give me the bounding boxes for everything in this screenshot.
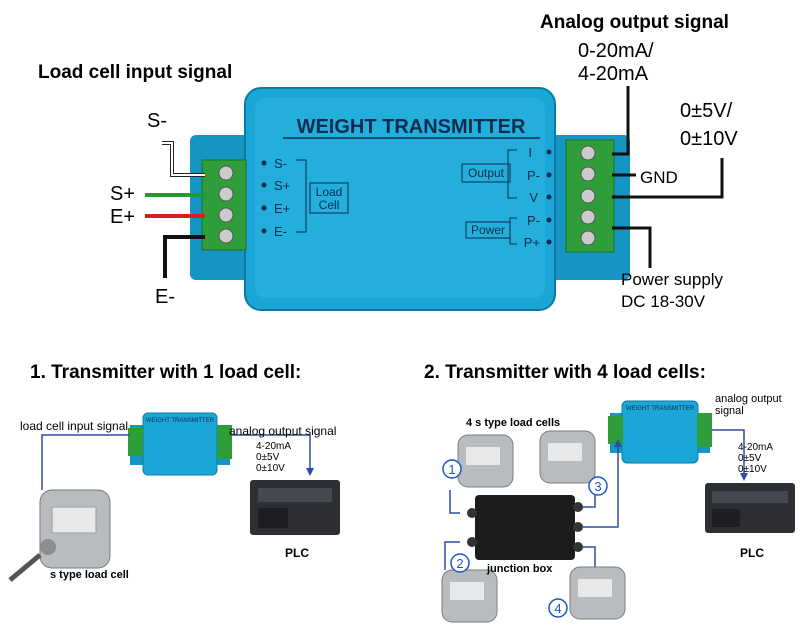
left-pin-label: S+	[274, 178, 290, 193]
power-supply-label: DC 18-30V	[621, 292, 706, 311]
mini-device-title: WEIGHT TRANSMITTER	[146, 418, 215, 424]
voltage-output-wire	[612, 158, 724, 199]
mini-right-terminal	[697, 413, 712, 447]
load-cell-3	[539, 430, 596, 484]
current-output-wire	[612, 86, 630, 156]
right-pin-label: P+	[524, 235, 540, 250]
load-cell-box	[309, 182, 349, 214]
cell2-wire	[444, 541, 460, 570]
cell1-wire	[449, 490, 460, 514]
left-pins	[261, 160, 267, 234]
plc-ports	[258, 508, 288, 528]
junction-to-transmitter-wire	[583, 445, 619, 528]
plc-panel	[258, 488, 332, 502]
spec-line: 0±10V	[256, 463, 285, 474]
load-cell-2	[441, 569, 498, 623]
right-pin-label: V	[529, 190, 538, 205]
mini-right-terminal	[217, 425, 232, 459]
diagram1-title: 1. Transmitter with 1 load cell:	[30, 362, 302, 383]
e-plus-label: E+	[110, 206, 136, 228]
mini-left-terminal	[608, 416, 623, 444]
diagram1-input-label: load cell input signal	[20, 419, 129, 433]
power-wire	[612, 226, 652, 268]
e-minus-wire	[163, 235, 205, 278]
output-label-line: signal	[715, 405, 744, 417]
diagram1-specs: 4-20mA 0±5V 0±10V	[256, 441, 291, 474]
load-cell-4	[569, 566, 626, 620]
left-pin-label: E-	[274, 224, 287, 239]
right-pins	[546, 149, 552, 245]
power-box-label: Power	[471, 223, 505, 237]
voltage-output-label: 0±5V/	[680, 100, 733, 122]
input-signal-title: Load cell input signal	[38, 62, 233, 83]
spec-line: 0±5V	[738, 453, 762, 464]
gnd-label: GND	[640, 168, 678, 187]
current-output-label: 4-20mA	[578, 63, 649, 85]
spec-line: 4-20mA	[738, 442, 774, 453]
output-arrow	[740, 473, 748, 481]
left-terminal-screws	[218, 165, 234, 244]
output-wire	[232, 434, 311, 470]
output-box-label: Output	[468, 166, 505, 180]
diagram2-cells-label: 4 s type load cells	[466, 417, 561, 429]
cell4-wire	[583, 546, 596, 575]
right-pin-label: P-	[527, 168, 540, 183]
diagram1-plc-label: PLC	[285, 546, 309, 560]
s-minus-label: S-	[147, 110, 167, 132]
mini-device-title: WEIGHT TRANSMITTER	[626, 406, 695, 412]
right-terminal-screws	[580, 145, 596, 246]
output-box	[461, 163, 511, 183]
spec-line: 0±5V	[256, 452, 280, 463]
device-title: WEIGHT TRANSMITTER	[297, 116, 526, 138]
four-cell-diagram: WEIGHT TRANSMITTER 1 2 3 4	[441, 400, 795, 623]
output-bracket	[507, 149, 517, 199]
left-bracket	[296, 159, 307, 233]
e-minus-label: E-	[155, 286, 175, 308]
right-pin-label: I	[528, 145, 532, 160]
diagram1-sensor-label: s type load cell	[50, 569, 129, 581]
spec-line: 0±10V	[738, 464, 767, 475]
cell-number-circle	[450, 553, 470, 573]
cell-number: 1	[448, 462, 455, 477]
current-output-label: 0-20mA/	[578, 40, 654, 62]
diagram1-output-label: analog output signal	[229, 424, 337, 438]
voltage-output-label: 0±10V	[680, 128, 738, 150]
cell-number: 4	[554, 601, 561, 616]
output-wire	[712, 429, 745, 475]
mini-left-terminal	[128, 428, 143, 456]
single-cell-diagram: WEIGHT TRANSMITTER	[8, 412, 340, 582]
load-cell-box-label: Cell	[319, 198, 340, 212]
power-box	[465, 221, 511, 239]
diagram2-plc-label: PLC	[740, 546, 764, 560]
wire-arrow	[614, 439, 622, 447]
cell-number: 3	[594, 479, 601, 494]
diagram2-output-label: analog output signal	[715, 393, 782, 417]
cell-number-circle	[442, 459, 462, 479]
junction-glands	[467, 502, 583, 552]
s-type-load-cell	[8, 489, 111, 582]
cell-number-circle	[548, 598, 568, 618]
diagram2-specs: 4-20mA 0±5V 0±10V	[738, 442, 773, 475]
s-plus-label: S+	[110, 183, 136, 205]
output-label-line: analog output	[715, 393, 782, 405]
input-wire	[41, 434, 130, 490]
right-pin-label: P-	[527, 213, 540, 228]
load-cell-1	[457, 434, 514, 488]
load-cell-box-label: Load	[316, 185, 343, 199]
left-pin-label: E+	[274, 201, 290, 216]
transmitter-wiring-diagram: WEIGHT TRANSMITTER S- S+ E+ E- Load Cell…	[145, 86, 724, 311]
power-supply-label: Power supply	[621, 270, 724, 289]
output-signal-title: Analog output signal	[540, 12, 729, 33]
junction-box-label: junction box	[487, 563, 553, 575]
spec-line: 4-20mA	[256, 441, 292, 452]
junction-box	[475, 495, 575, 560]
left-pin-label: S-	[274, 156, 287, 171]
diagram2-title: 2. Transmitter with 4 load cells:	[424, 362, 706, 383]
cell-number: 2	[456, 556, 463, 571]
plc-ports	[712, 509, 740, 527]
body-highlight	[255, 98, 545, 298]
cell-number-circle	[588, 476, 608, 496]
output-arrow	[306, 468, 314, 476]
plc-panel	[712, 491, 788, 503]
